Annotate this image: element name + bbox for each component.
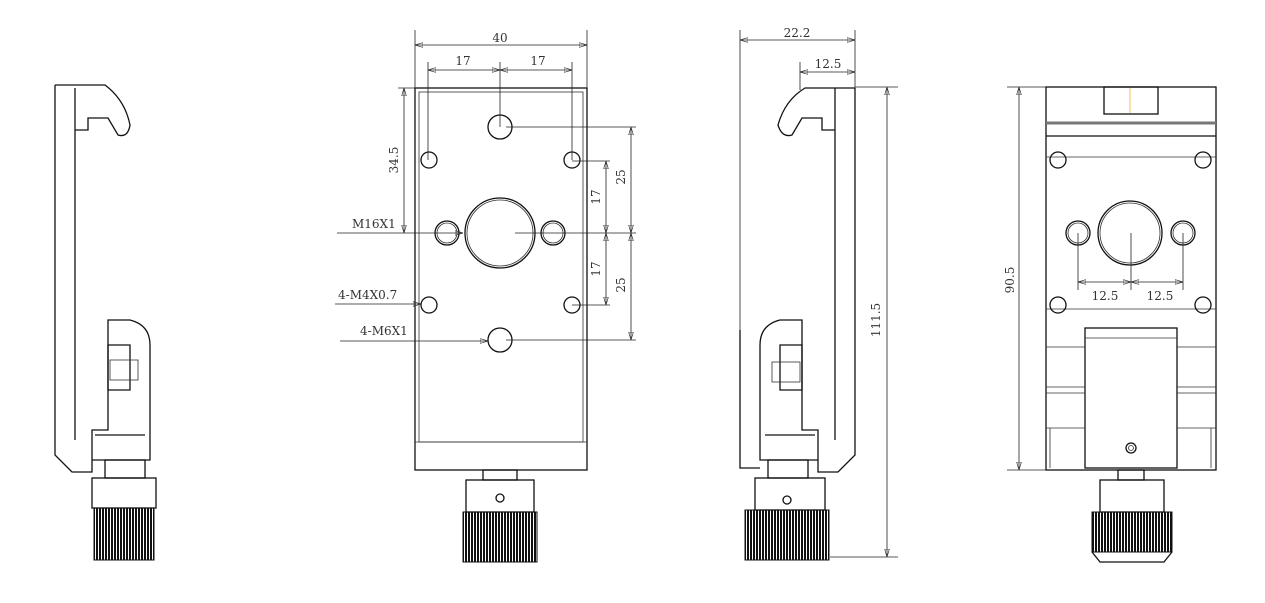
dim-height-back: 90.5 (1003, 267, 1017, 294)
knurled-knob (1091, 469, 1173, 563)
label-m4: 4-M4X0.7 (338, 288, 397, 302)
dim-left-spacing: 12.5 (1092, 289, 1119, 303)
dim-upper-large: 25 (614, 169, 628, 184)
dim-depth: 22.2 (784, 26, 811, 40)
dim-left-offset: 17 (455, 54, 470, 68)
back-view: 90.5 12.5 12.5 (1003, 86, 1217, 563)
side-view-right: 22.2 12.5 111.5 (739, 26, 898, 561)
dim-height: 111.5 (869, 303, 883, 337)
dim-right-offset: 17 (530, 54, 545, 68)
knurled-knob (462, 469, 538, 563)
label-m16: M16X1 (352, 217, 396, 231)
knurled-knob (91, 459, 157, 561)
dim-top-center: 34.5 (387, 147, 401, 174)
dim-hook: 12.5 (815, 57, 842, 71)
label-m6: 4-M6X1 (360, 324, 408, 338)
front-view: 40 17 17 34.5 M16X1 4-M4X0.7 4-M6X1 17 1… (335, 30, 636, 563)
dim-upper-small: 17 (589, 189, 603, 204)
dim-right-spacing: 12.5 (1147, 289, 1174, 303)
knurled-knob (744, 459, 830, 561)
dim-lower-small: 17 (589, 261, 603, 276)
side-view-left (54, 84, 157, 561)
dim-width: 40 (492, 31, 507, 45)
dim-lower-large: 25 (614, 277, 628, 292)
